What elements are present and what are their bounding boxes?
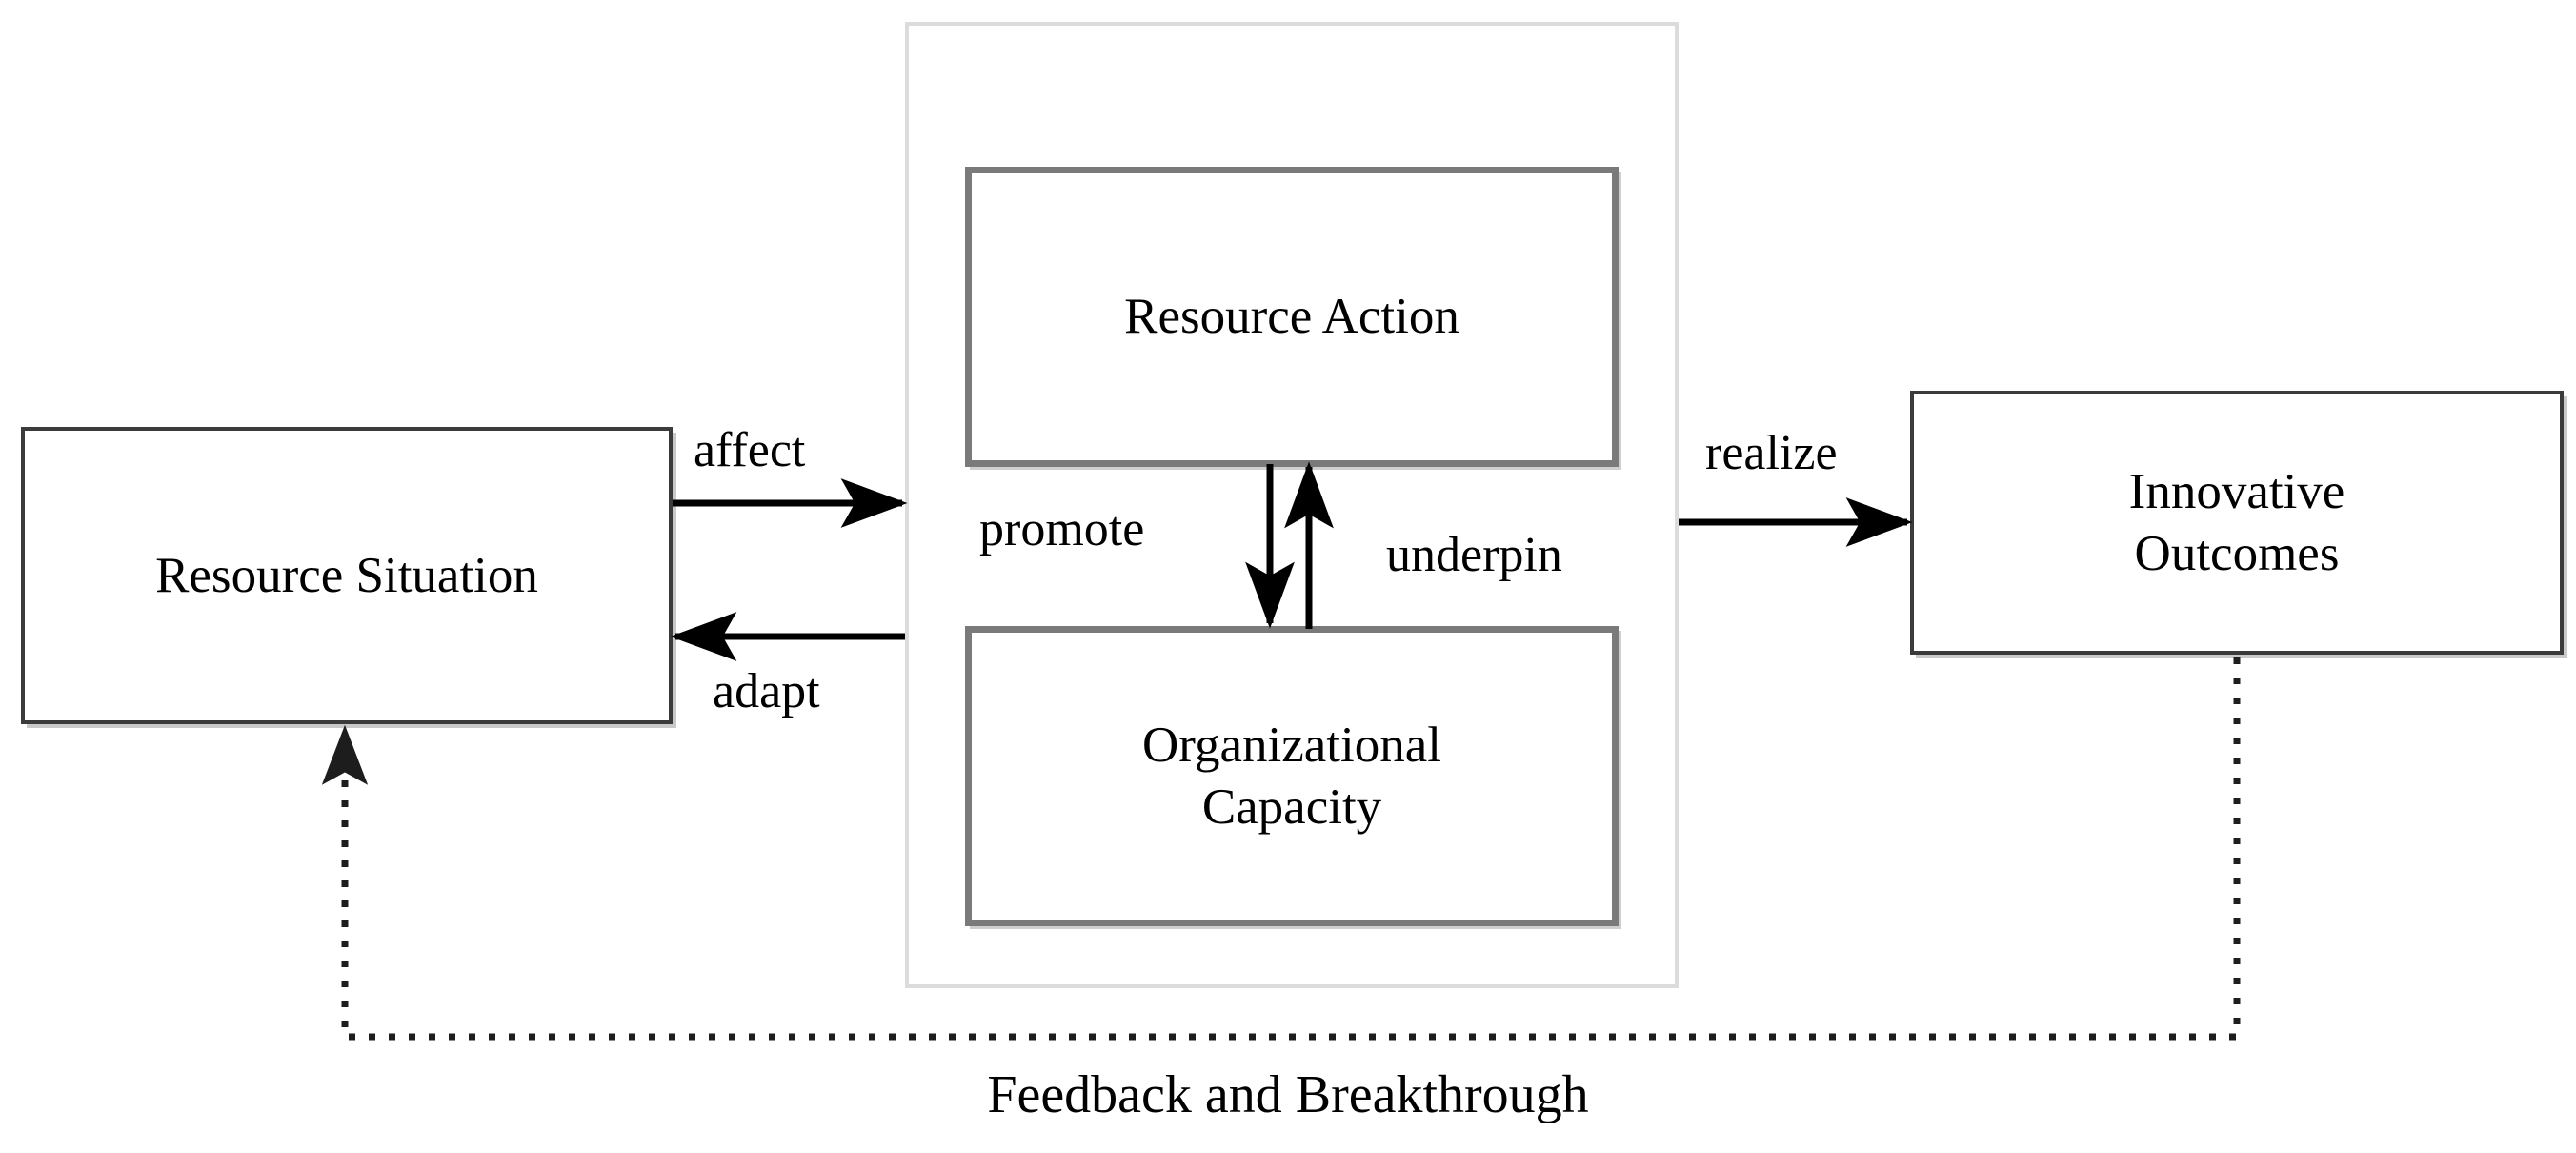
node-innovative-outcomes[interactable]: Innovative Outcomes (1910, 391, 2564, 655)
node-resource-situation[interactable]: Resource Situation (21, 427, 673, 724)
edge-label-promote: promote (979, 502, 1145, 556)
node-organizational-capacity[interactable]: Organizational Capacity (965, 626, 1619, 926)
edge-label-realize: realize (1705, 426, 1838, 480)
node-organizational-capacity-label: Organizational Capacity (1142, 715, 1441, 838)
edge-label-underpin: underpin (1386, 528, 1562, 582)
node-innovative-outcomes-label-line1: Innovative (2128, 463, 2345, 519)
node-resource-action-label: Resource Action (1124, 289, 1459, 345)
node-resource-action[interactable]: Resource Action (965, 167, 1619, 467)
edge-label-adapt: adapt (713, 664, 820, 718)
node-organizational-capacity-label-line2: Capacity (1201, 779, 1382, 835)
node-organizational-capacity-label-line1: Organizational (1142, 717, 1441, 773)
node-resource-situation-label: Resource Situation (155, 547, 538, 603)
caption-feedback-and-breakthrough: Feedback and Breakthrough (987, 1065, 1589, 1124)
edge-label-affect: affect (694, 423, 806, 477)
node-innovative-outcomes-label-line2: Outcomes (2134, 525, 2340, 581)
node-innovative-outcomes-label: Innovative Outcomes (2129, 461, 2345, 584)
